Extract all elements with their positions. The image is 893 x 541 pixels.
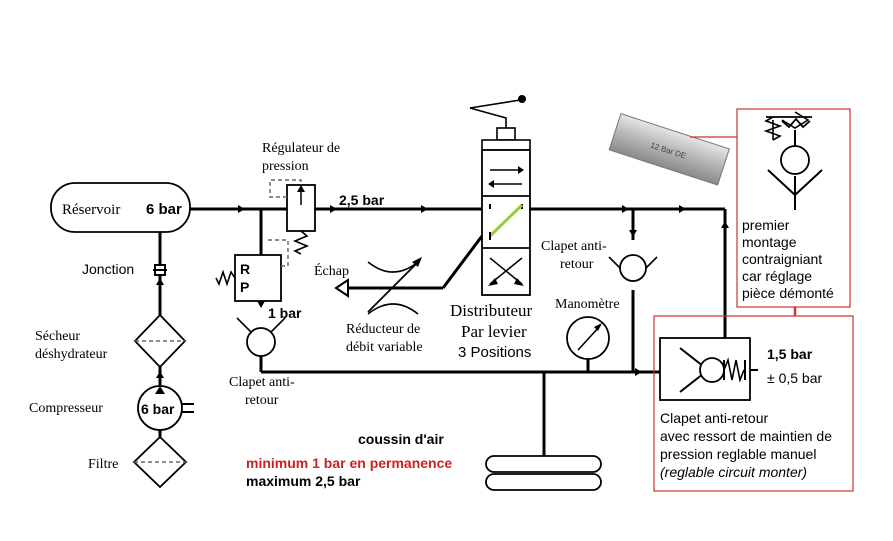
- clapet-spring-label-1: Clapet anti-retour: [660, 410, 769, 426]
- regulateur-label-1: Régulateur de: [262, 141, 340, 156]
- clapet-spring-label-4: (reglable circuit monter): [660, 464, 807, 480]
- reducteur-label-2: débit variable: [346, 340, 423, 355]
- echap-label: Échap: [314, 262, 349, 279]
- jonction: Jonction: [82, 261, 167, 277]
- secheur-label-1: Sécheur: [35, 329, 80, 344]
- rp-r-label: R: [240, 261, 250, 277]
- rp-p-label: P: [240, 279, 249, 295]
- premier-montage-box: premier montage contraigniant car réglag…: [736, 108, 851, 316]
- clapet-left-label-1: Clapet anti-: [229, 375, 295, 390]
- reservoir-label: Réservoir: [62, 202, 120, 218]
- premier-label-3: contraigniant: [742, 251, 822, 267]
- reducteur-label-1: Réducteur de: [346, 322, 420, 337]
- clapet-right-label-2: retour: [560, 257, 594, 272]
- echap: Échap: [314, 262, 349, 298]
- clapet-spring-label-2: avec ressort de maintien de: [660, 428, 832, 444]
- premier-label-4: car réglage: [742, 268, 812, 284]
- manometre: Manomètre: [555, 297, 620, 372]
- regulateur-de-pression: Régulateur de pression 2,5 bar: [262, 141, 385, 255]
- check-valve-part-image: 12 Bar DE: [608, 113, 737, 186]
- clapet-anti-retour-right: Clapet anti- retour: [541, 239, 658, 283]
- distributeur-label-3: 3 Positions: [458, 344, 531, 361]
- flow-arrows: [156, 205, 729, 378]
- coussin-d-air: coussin d'air minimum 1 bar en permanenc…: [246, 431, 602, 491]
- clapet-ressort-box: 1,5 bar ± 0,5 bar Clapet anti-retour ave…: [653, 315, 854, 492]
- manometre-label: Manomètre: [555, 297, 620, 312]
- clapet-anti-retour-left: Clapet anti- retour: [229, 317, 295, 408]
- coussin-label: coussin d'air: [358, 431, 444, 447]
- pipes: [158, 207, 727, 456]
- compresseur: Compresseur 6 bar: [29, 385, 194, 431]
- distributeur-label-2: Par levier: [461, 322, 527, 341]
- secheur-label-2: déshydrateur: [35, 347, 108, 362]
- spring-pressure: 1,5 bar: [767, 346, 813, 362]
- distributeur: Distributeur Par levier 3 Positions: [450, 95, 532, 361]
- regulateur-label-2: pression: [262, 159, 309, 174]
- premier-label-2: montage: [742, 234, 797, 250]
- reservoir-pressure: 6 bar: [146, 201, 182, 218]
- jonction-label: Jonction: [82, 261, 134, 277]
- reducteur-debit-variable: Réducteur de débit variable: [346, 257, 423, 355]
- regulateur-pressure: 2,5 bar: [339, 192, 385, 208]
- compresseur-pressure: 6 bar: [141, 401, 175, 417]
- clapet-left-label-2: retour: [245, 393, 279, 408]
- rp-regulator: R P 1 bar: [215, 239, 302, 321]
- minimum-label: minimum 1 bar en permanence: [246, 455, 452, 471]
- secheur-deshydrateur: Sécheur déshydrateur: [35, 313, 187, 369]
- filtre: Filtre: [88, 435, 188, 489]
- clapet-right-label-1: Clapet anti-: [541, 239, 607, 254]
- clapet-spring-label-3: pression reglable manuel: [660, 446, 816, 462]
- premier-label-5: pièce démonté: [742, 285, 834, 301]
- rp-pressure: 1 bar: [268, 305, 302, 321]
- reservoir: Réservoir 6 bar: [50, 182, 191, 233]
- distributeur-label-1: Distributeur: [450, 301, 532, 320]
- compresseur-label: Compresseur: [29, 401, 103, 416]
- maximum-label: maximum 2,5 bar: [246, 473, 361, 489]
- premier-label-1: premier: [742, 217, 790, 233]
- filtre-label: Filtre: [88, 457, 118, 472]
- spring-tolerance: ± 0,5 bar: [767, 370, 822, 386]
